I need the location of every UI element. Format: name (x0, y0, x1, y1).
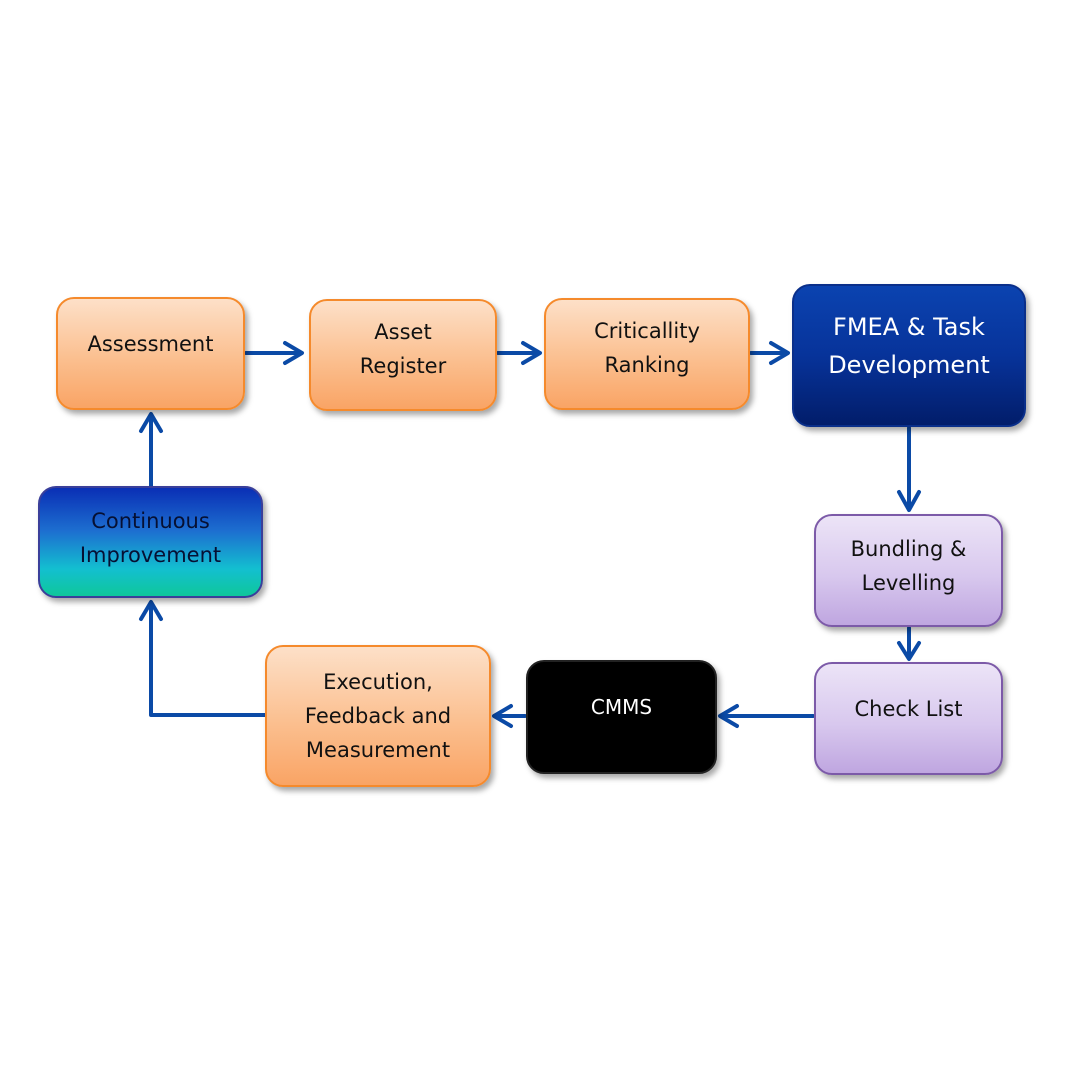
arrowhead-icon (769, 341, 790, 365)
node-label: Bundling & Levelling (850, 537, 967, 595)
node-label: Criticallity Ranking (594, 319, 700, 377)
node-continuous-improvement[interactable]: Continuous Improvement (38, 486, 263, 598)
edge-execution-to-continuous-improvement (149, 601, 268, 717)
node-cmms[interactable]: CMMS (526, 660, 717, 774)
arrowhead-icon (897, 490, 921, 512)
node-label: Continuous Improvement (79, 509, 222, 567)
arrowhead-icon (139, 412, 163, 433)
node-label: CMMS (590, 695, 653, 719)
node-label: Assessment (87, 332, 214, 356)
node-label: Asset Register (359, 320, 447, 378)
arrowhead-icon (139, 600, 163, 621)
arrowhead-icon (521, 341, 542, 365)
node-label: Check List (854, 697, 963, 721)
arrowhead-icon (492, 704, 513, 728)
arrowhead-icon (283, 341, 304, 365)
node-label: FMEA & Task Development (828, 313, 990, 379)
node-execution-feedback-measurement[interactable]: Execution, Feedback and Measurement (265, 645, 491, 787)
arrowhead-icon (897, 641, 921, 661)
node-assessment[interactable]: Assessment (56, 297, 245, 410)
node-criticality-ranking[interactable]: Criticallity Ranking (544, 298, 750, 410)
node-fmea-task-development[interactable]: FMEA & Task Development (792, 284, 1026, 427)
node-check-list[interactable]: Check List (814, 662, 1003, 775)
node-asset-register[interactable]: Asset Register (309, 299, 497, 411)
node-label: Execution, Feedback and Measurement (304, 670, 452, 762)
arrowhead-icon (718, 704, 739, 728)
node-bundling-levelling[interactable]: Bundling & Levelling (814, 514, 1003, 627)
